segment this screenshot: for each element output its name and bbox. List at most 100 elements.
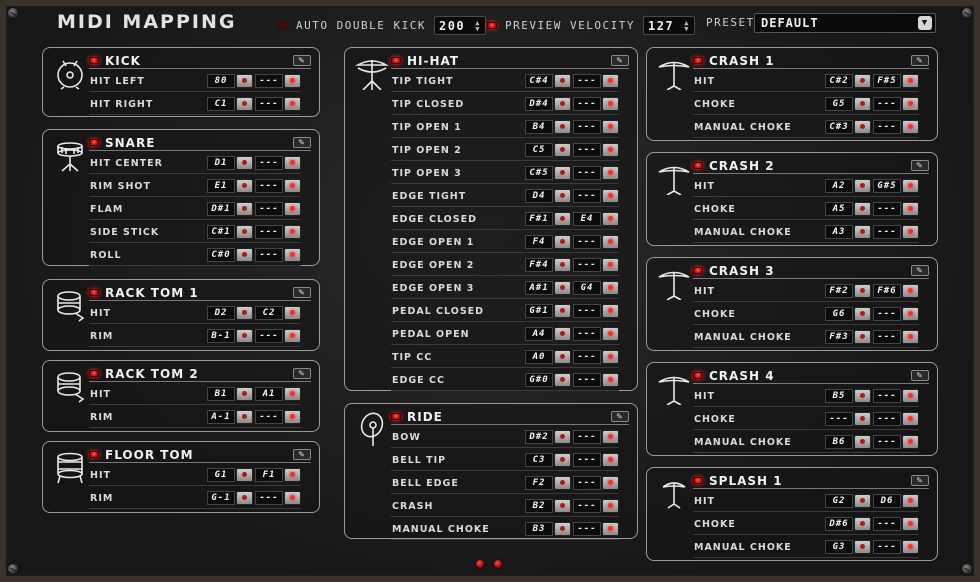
note-field-primary[interactable]: B2 <box>525 499 553 513</box>
note-field-secondary[interactable]: F#5 <box>873 74 901 88</box>
note-field-secondary[interactable]: --- <box>573 97 601 111</box>
learn-button-secondary[interactable] <box>284 306 301 320</box>
edit-pencil-icon[interactable]: ✎ <box>911 55 929 66</box>
note-field-secondary[interactable]: --- <box>573 166 601 180</box>
learn-button-secondary[interactable] <box>602 327 619 341</box>
learn-button-primary[interactable] <box>554 499 571 513</box>
learn-button-secondary[interactable] <box>902 120 919 134</box>
note-field-secondary[interactable]: --- <box>255 248 283 262</box>
note-field-secondary[interactable]: F1 <box>255 468 283 482</box>
learn-button-secondary[interactable] <box>902 540 919 554</box>
note-field-primary[interactable]: F4 <box>525 235 553 249</box>
note-field-secondary[interactable]: --- <box>873 330 901 344</box>
edit-pencil-icon[interactable]: ✎ <box>911 370 929 381</box>
learn-button-primary[interactable] <box>854 435 871 449</box>
note-field-secondary[interactable]: F#6 <box>873 284 901 298</box>
note-field-primary[interactable]: A0 <box>525 350 553 364</box>
edit-pencil-icon[interactable]: ✎ <box>293 137 311 148</box>
note-field-primary[interactable]: B1 <box>207 387 235 401</box>
note-field-secondary[interactable]: --- <box>573 327 601 341</box>
learn-button-primary[interactable] <box>554 350 571 364</box>
learn-button-secondary[interactable] <box>602 97 619 111</box>
learn-button-primary[interactable] <box>854 330 871 344</box>
note-field-secondary[interactable]: --- <box>573 235 601 249</box>
note-field-primary[interactable]: C#0 <box>207 248 235 262</box>
learn-button-secondary[interactable] <box>602 166 619 180</box>
edit-pencil-icon[interactable]: ✎ <box>911 265 929 276</box>
note-field-secondary[interactable]: --- <box>873 412 901 426</box>
learn-button-primary[interactable] <box>554 281 571 295</box>
note-field-secondary[interactable]: --- <box>573 430 601 444</box>
note-field-secondary[interactable]: --- <box>255 74 283 88</box>
learn-button-secondary[interactable] <box>602 476 619 490</box>
learn-button-secondary[interactable] <box>602 120 619 134</box>
learn-button-secondary[interactable] <box>902 389 919 403</box>
learn-button-secondary[interactable] <box>902 225 919 239</box>
note-field-secondary[interactable]: --- <box>573 373 601 387</box>
preview-led[interactable] <box>89 139 99 146</box>
preview-led[interactable] <box>693 267 703 274</box>
learn-button-primary[interactable] <box>236 329 253 343</box>
learn-button-secondary[interactable] <box>902 494 919 508</box>
note-field-primary[interactable]: G#1 <box>525 304 553 318</box>
note-field-secondary[interactable]: A1 <box>255 387 283 401</box>
note-field-secondary[interactable]: --- <box>873 202 901 216</box>
learn-button-primary[interactable] <box>854 120 871 134</box>
note-field-secondary[interactable]: --- <box>873 225 901 239</box>
note-field-primary[interactable]: C#4 <box>525 74 553 88</box>
note-field-secondary[interactable]: --- <box>255 179 283 193</box>
learn-button-primary[interactable] <box>554 373 571 387</box>
learn-button-secondary[interactable] <box>902 74 919 88</box>
learn-button-secondary[interactable] <box>602 350 619 364</box>
note-field-primary[interactable]: C#3 <box>825 120 853 134</box>
note-field-primary[interactable]: D#6 <box>825 517 853 531</box>
learn-button-primary[interactable] <box>554 74 571 88</box>
learn-button-primary[interactable] <box>236 387 253 401</box>
learn-button-primary[interactable] <box>554 258 571 272</box>
note-field-secondary[interactable]: G4 <box>573 281 601 295</box>
edit-pencil-icon[interactable]: ✎ <box>911 160 929 171</box>
learn-button-primary[interactable] <box>854 412 871 426</box>
learn-button-secondary[interactable] <box>284 97 301 111</box>
learn-button-secondary[interactable] <box>902 284 919 298</box>
learn-button-primary[interactable] <box>554 235 571 249</box>
note-field-primary[interactable]: D4 <box>525 189 553 203</box>
note-field-secondary[interactable]: --- <box>573 189 601 203</box>
note-field-primary[interactable]: C3 <box>525 453 553 467</box>
preview-led[interactable] <box>693 477 703 484</box>
note-field-primary[interactable]: A5 <box>825 202 853 216</box>
edit-pencil-icon[interactable]: ✎ <box>293 368 311 379</box>
note-field-secondary[interactable]: --- <box>873 307 901 321</box>
note-field-primary[interactable]: B4 <box>525 120 553 134</box>
note-field-secondary[interactable]: --- <box>573 120 601 134</box>
note-field-primary[interactable]: C1 <box>207 97 235 111</box>
learn-button-secondary[interactable] <box>602 373 619 387</box>
learn-button-primary[interactable] <box>236 97 253 111</box>
note-field-secondary[interactable]: --- <box>255 410 283 424</box>
stepper-arrows-icon[interactable]: ▲▼ <box>475 18 481 33</box>
note-field-secondary[interactable]: --- <box>573 522 601 536</box>
preset-dropdown[interactable]: DEFAULT ▼ <box>754 13 936 33</box>
learn-button-secondary[interactable] <box>284 387 301 401</box>
note-field-primary[interactable]: G5 <box>825 97 853 111</box>
learn-button-secondary[interactable] <box>284 329 301 343</box>
note-field-primary[interactable]: B6 <box>825 435 853 449</box>
note-field-primary[interactable]: D#1 <box>207 202 235 216</box>
learn-button-secondary[interactable] <box>284 468 301 482</box>
note-field-secondary[interactable]: --- <box>255 491 283 505</box>
learn-button-secondary[interactable] <box>602 304 619 318</box>
learn-button-primary[interactable] <box>854 517 871 531</box>
learn-button-primary[interactable] <box>854 494 871 508</box>
note-field-primary[interactable]: F#3 <box>825 330 853 344</box>
note-field-primary[interactable]: --- <box>825 412 853 426</box>
learn-button-secondary[interactable] <box>902 517 919 531</box>
learn-button-secondary[interactable] <box>284 410 301 424</box>
learn-button-secondary[interactable] <box>284 74 301 88</box>
learn-button-secondary[interactable] <box>602 281 619 295</box>
learn-button-primary[interactable] <box>236 468 253 482</box>
learn-button-secondary[interactable] <box>602 74 619 88</box>
learn-button-primary[interactable] <box>554 327 571 341</box>
learn-button-secondary[interactable] <box>284 491 301 505</box>
note-field-primary[interactable]: A4 <box>525 327 553 341</box>
preview-velocity-toggle[interactable] <box>487 22 497 29</box>
